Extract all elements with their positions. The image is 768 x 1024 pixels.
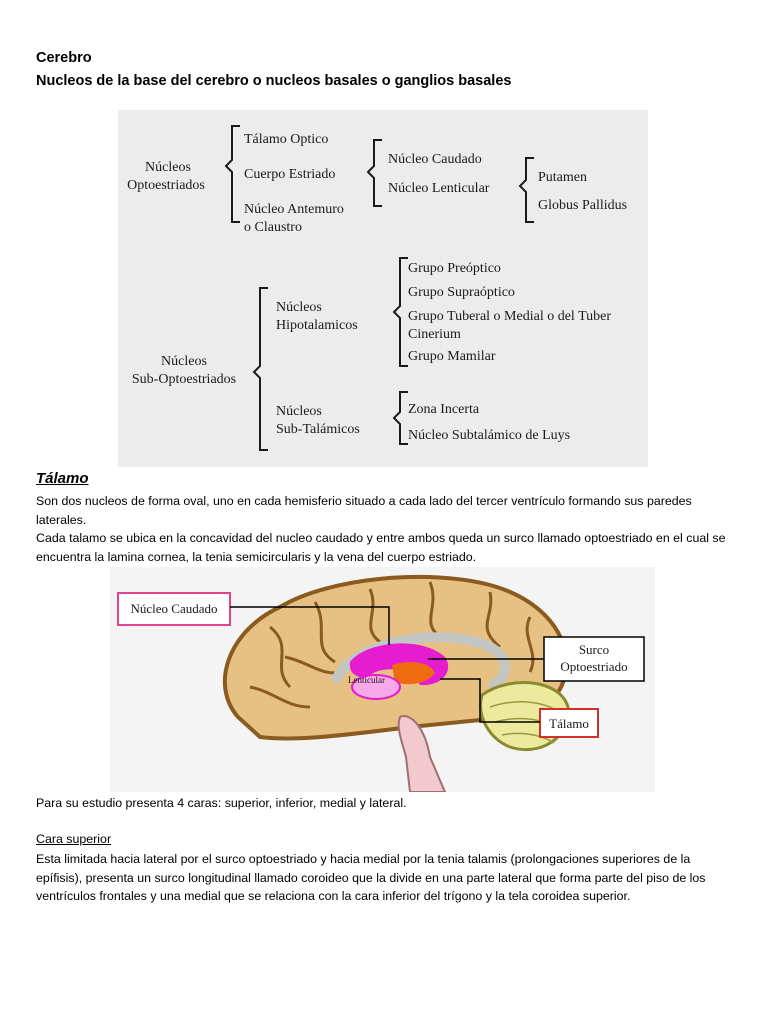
label-surco-line1: Surco <box>579 642 609 657</box>
tree-item: Grupo Supraóptico <box>408 285 515 300</box>
group1-label-line1: Núcleos <box>145 160 191 175</box>
tree-item: Grupo Tuberal o Medial o del Tuber <box>408 309 611 324</box>
paragraph-cara-superior: Esta limitada hacia lateral por el surco… <box>36 852 706 903</box>
brain-illustration: Núcleo Caudado Surco Optoestriado Lentic… <box>117 574 645 793</box>
section-title-cara-superior: Cara superior <box>36 832 112 846</box>
brain-diagram: Núcleo Caudado Surco Optoestriado Lentic… <box>110 567 655 793</box>
tree-item: Cuerpo Estriado <box>244 167 335 182</box>
tree-item: Zona Incerta <box>408 402 480 417</box>
tree-item: Cinerium <box>408 327 461 342</box>
tree-item: Núcleo Lenticular <box>388 181 490 196</box>
paragraph: Cada talamo se ubica en la concavidad de… <box>36 531 726 564</box>
tree-item: Globus Pallidus <box>538 198 627 213</box>
page-title: Cerebro <box>36 50 92 66</box>
sub-label-line1: Núcleos <box>276 404 322 419</box>
label-nucleo-caudado: Núcleo Caudado <box>130 601 217 616</box>
group2-label-line2: Sub-Optoestriados <box>132 372 236 387</box>
paragraph: Son dos nucleos de forma oval, uno en ca… <box>36 494 692 527</box>
tree-item: Grupo Mamilar <box>408 349 496 364</box>
classification-brackets: Núcleos Optoestriados Tálamo Optico Cuer… <box>127 125 627 451</box>
tree-item: Putamen <box>538 170 587 185</box>
label-lenticular: Lenticular <box>348 675 385 685</box>
sub-label-line2: Sub-Talámicos <box>276 422 360 437</box>
paragraph-caras: Para su estudio presenta 4 caras: superi… <box>36 796 407 810</box>
tree-item: Núcleo Caudado <box>388 152 482 167</box>
label-surco-line2: Optoestriado <box>560 659 627 674</box>
group1-label-line2: Optoestriados <box>127 178 205 193</box>
label-talamo: Tálamo <box>549 716 589 731</box>
page-subtitle: Nucleos de la base del cerebro o nucleos… <box>36 73 512 89</box>
section-title-talamo: Tálamo <box>36 470 89 487</box>
hipo-label-line1: Núcleos <box>276 300 322 315</box>
tree-item: o Claustro <box>244 220 302 235</box>
tree-item: Núcleo Antemuro <box>244 202 344 217</box>
nuclei-classification-chart: Núcleos Optoestriados Tálamo Optico Cuer… <box>118 110 648 467</box>
tree-item: Grupo Preóptico <box>408 261 501 276</box>
tree-item: Tálamo Optico <box>244 132 328 147</box>
group2-label-line1: Núcleos <box>161 354 207 369</box>
hipo-label-line2: Hipotalamicos <box>276 318 358 333</box>
tree-item: Núcleo Subtalámico de Luys <box>408 428 570 443</box>
